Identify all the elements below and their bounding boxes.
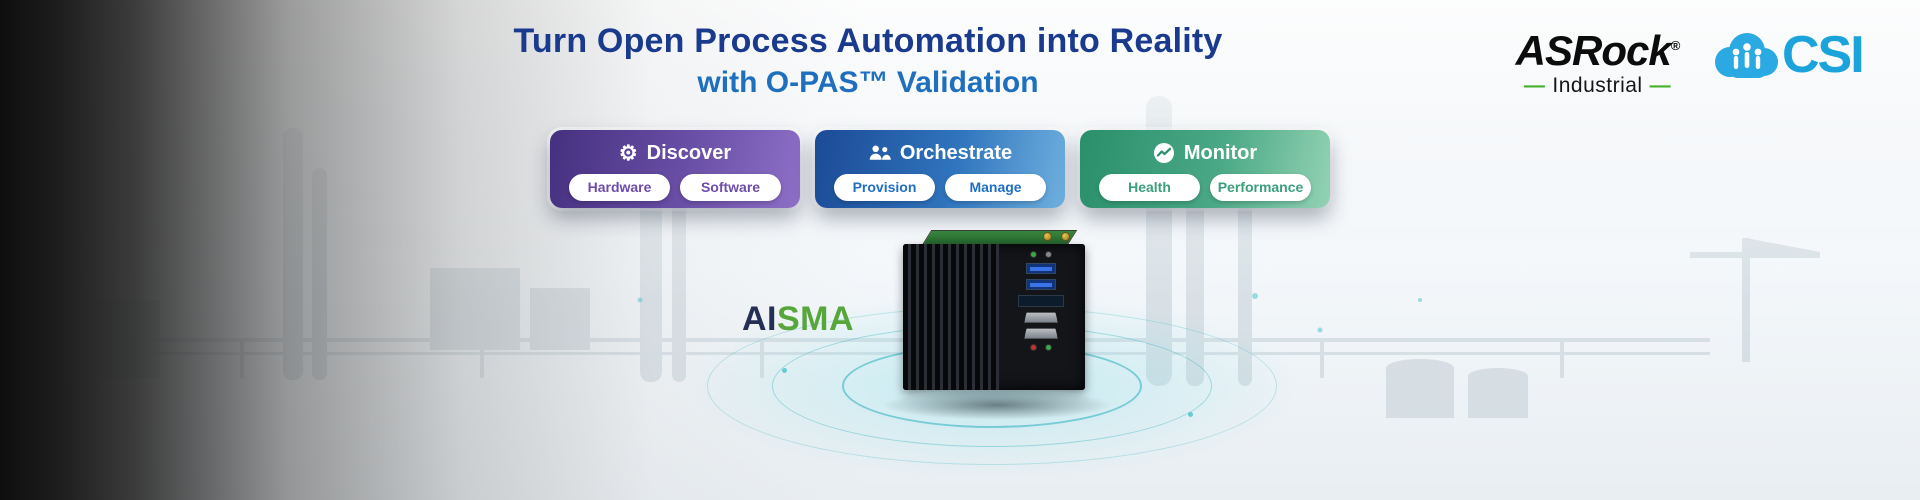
provision-button[interactable]: Provision	[834, 174, 935, 201]
lan-port	[1018, 295, 1064, 307]
card-discover: ⚙ Discover Hardware Software	[550, 130, 800, 208]
team-icon	[868, 144, 891, 162]
headline: Turn Open Process Automation into Realit…	[513, 22, 1222, 100]
device-chassis	[903, 244, 1085, 390]
feature-cards: ⚙ Discover Hardware Software Orchestr	[550, 130, 1330, 208]
card-monitor-header: Monitor	[1093, 139, 1317, 167]
green-dash-left: —	[1523, 74, 1546, 97]
heatsink-fins	[903, 244, 999, 390]
chart-icon	[1153, 142, 1175, 164]
banner-subtitle: with O-PAS™ Validation	[697, 66, 1039, 99]
device-io-panel	[1003, 251, 1079, 383]
aisma-logo: AISMA	[742, 300, 854, 339]
card-orchestrate-buttons: Provision Manage	[828, 174, 1052, 201]
antenna-connector	[1043, 232, 1052, 241]
serial-port	[1024, 312, 1058, 323]
software-button[interactable]: Software	[680, 174, 781, 201]
asrock-brand-text: ASRock	[1515, 27, 1672, 74]
ring-dot	[1188, 412, 1193, 417]
ncsi-logo: CSI	[1706, 26, 1865, 84]
serial-port	[1024, 328, 1058, 339]
card-orchestrate-title: Orchestrate	[899, 141, 1013, 164]
asrock-subtitle: — Industrial —	[1495, 74, 1700, 98]
card-discover-header: ⚙ Discover	[563, 139, 787, 167]
antenna-connector	[1061, 232, 1070, 241]
card-discover-title: Discover	[646, 141, 732, 164]
performance-button[interactable]: Performance	[1210, 174, 1311, 201]
connector-dot	[1030, 251, 1037, 258]
asrock-industrial-logo: ASRock® — Industrial —	[1495, 24, 1700, 98]
manage-button[interactable]: Manage	[945, 174, 1046, 201]
asrock-industrial-text: Industrial	[1552, 74, 1643, 97]
green-dash-right: —	[1649, 74, 1672, 97]
aisma-text-green: SMA	[777, 300, 855, 338]
card-monitor: Monitor Health Performance	[1080, 130, 1330, 208]
connector-dot	[1045, 251, 1052, 258]
power-led	[1030, 344, 1037, 351]
status-led	[1045, 344, 1052, 351]
card-orchestrate-header: Orchestrate	[828, 139, 1052, 167]
ring-dot	[782, 368, 787, 373]
health-button[interactable]: Health	[1099, 174, 1200, 201]
cloud-icon	[1715, 33, 1778, 78]
gear-icon: ⚙	[618, 141, 638, 165]
asrock-brand: ASRock®	[1495, 24, 1700, 73]
aisma-text-navy: AI	[742, 300, 777, 338]
raised-hands-glyph	[1732, 43, 1762, 69]
usb-port	[1026, 279, 1056, 290]
industrial-pc-image	[881, 228, 1113, 420]
card-monitor-title: Monitor	[1183, 141, 1258, 164]
usb-port	[1026, 263, 1056, 274]
card-monitor-buttons: Health Performance	[1093, 174, 1317, 201]
banner-title: Turn Open Process Automation into Realit…	[513, 22, 1223, 60]
registered-mark: ®	[1670, 38, 1681, 53]
card-orchestrate: Orchestrate Provision Manage	[815, 130, 1065, 208]
device-shadow	[881, 390, 1113, 420]
ncsi-text: CSI	[1782, 26, 1865, 84]
hardware-button[interactable]: Hardware	[569, 174, 670, 201]
card-discover-buttons: Hardware Software	[563, 174, 787, 201]
